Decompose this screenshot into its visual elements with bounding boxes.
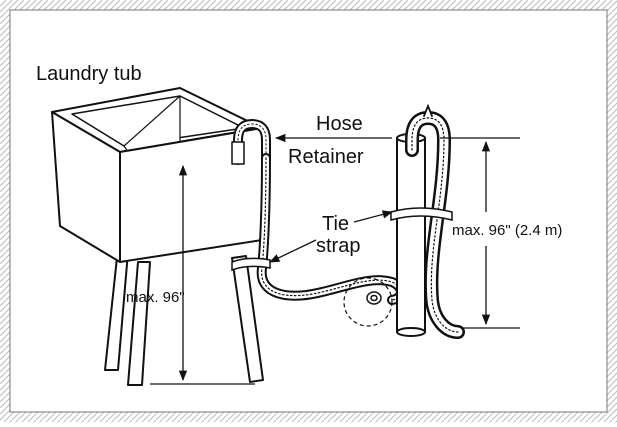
tub-height-dimension (150, 164, 255, 385)
standpipe (396, 133, 426, 337)
label-tie-line2: strap (316, 235, 360, 257)
tie-strap-leader-pipe (353, 210, 394, 223)
label-hose-line2: Retainer (288, 146, 364, 168)
tie-strap-leader-tub (269, 239, 317, 263)
hose-retainer-clip (423, 103, 433, 117)
standpipe-body (396, 137, 426, 333)
tub-leg-front-left (127, 261, 151, 386)
tub-hose-nozzle (231, 141, 245, 165)
hose-end-fitting (366, 291, 382, 305)
detail-callout-circle (343, 277, 393, 327)
tub-leg-front-right (231, 255, 264, 383)
leader-lines (269, 133, 394, 263)
label-tie-line1: Tie (322, 213, 349, 235)
standpipe-tie-strap (390, 207, 453, 221)
tub-tie-strap (231, 257, 271, 272)
label-max-right: max. 96" (2.4 m) (452, 222, 562, 239)
label-max-left: max. 96" (126, 289, 185, 306)
label-hose-line1: Hose (316, 113, 363, 135)
standpipe-height-dimension (440, 137, 520, 329)
standpipe-hose (405, 103, 465, 339)
label-laundry-tub: Laundry tub (36, 63, 142, 85)
standpipe-bottom (396, 327, 426, 337)
laundry-tub (51, 87, 264, 386)
